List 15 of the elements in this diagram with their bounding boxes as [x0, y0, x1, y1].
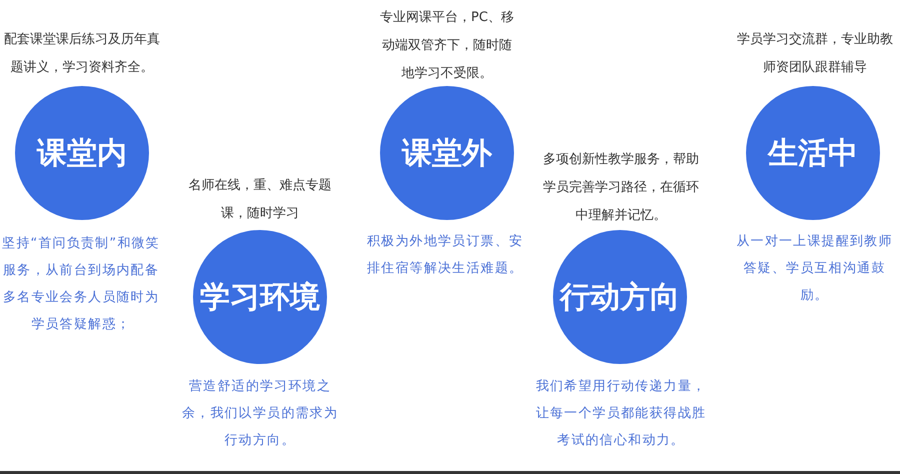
- feature-note: 名师在线，重、难点专题课，随时学习: [188, 177, 332, 223]
- circle-title: 课堂外: [402, 134, 492, 172]
- feature-note: 专业网课平台，PC、移动端双管齐下，随时随地学习不受限。: [379, 9, 515, 83]
- circle-title: 学习环境: [200, 278, 320, 316]
- description-text: 我们希望用行动传递力量，让每一个学员都能获得战胜考试的信心和动力。: [534, 378, 708, 450]
- circle-title: 行动方向: [560, 278, 680, 316]
- feature-note: 多项创新性教学服务，帮助学员完善学习路径，在循环中理解并记忆。: [542, 151, 700, 225]
- description-text: 营造舒适的学习环境之余，我们以学员的需求为行动方向。: [180, 378, 340, 450]
- description-text: 坚持“首问负责制”和微笑服务，从前台到场内配备多名专业会务人员随时为学员答疑解惑；: [2, 235, 160, 334]
- description-text: 积极为外地学员订票、安排住宿等解决生活难题。: [367, 233, 524, 278]
- circle-title: 课堂内: [37, 134, 127, 172]
- feature-note: 学员学习交流群，专业助教师资团队跟群辅导: [736, 31, 894, 77]
- circle-title: 生活中: [768, 134, 858, 172]
- feature-note: 配套课堂课后练习及历年真题讲义，学习资料齐全。: [3, 31, 161, 77]
- description-text: 从一对一上课提醒到教师答疑、学员互相沟通鼓励。: [735, 233, 894, 305]
